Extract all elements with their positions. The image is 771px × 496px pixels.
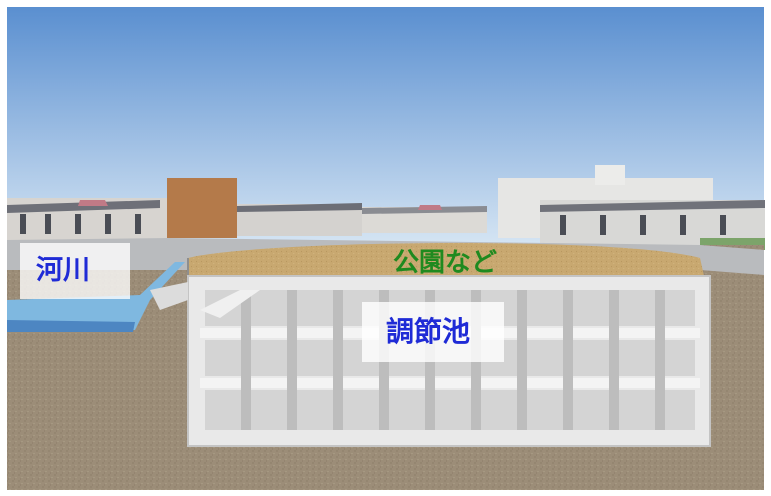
river-label: 河川 (36, 255, 90, 286)
river (7, 262, 185, 330)
regulating-pond-label-background (362, 302, 504, 362)
houses-left (7, 198, 167, 243)
regulating-pond-label: 調節池 (386, 315, 471, 348)
river-label-background (20, 243, 130, 299)
houses-middle (237, 203, 487, 236)
buildings-right (498, 165, 765, 250)
brown-building (167, 178, 237, 238)
park-area (188, 242, 704, 276)
park-label: 公園など (393, 248, 498, 278)
